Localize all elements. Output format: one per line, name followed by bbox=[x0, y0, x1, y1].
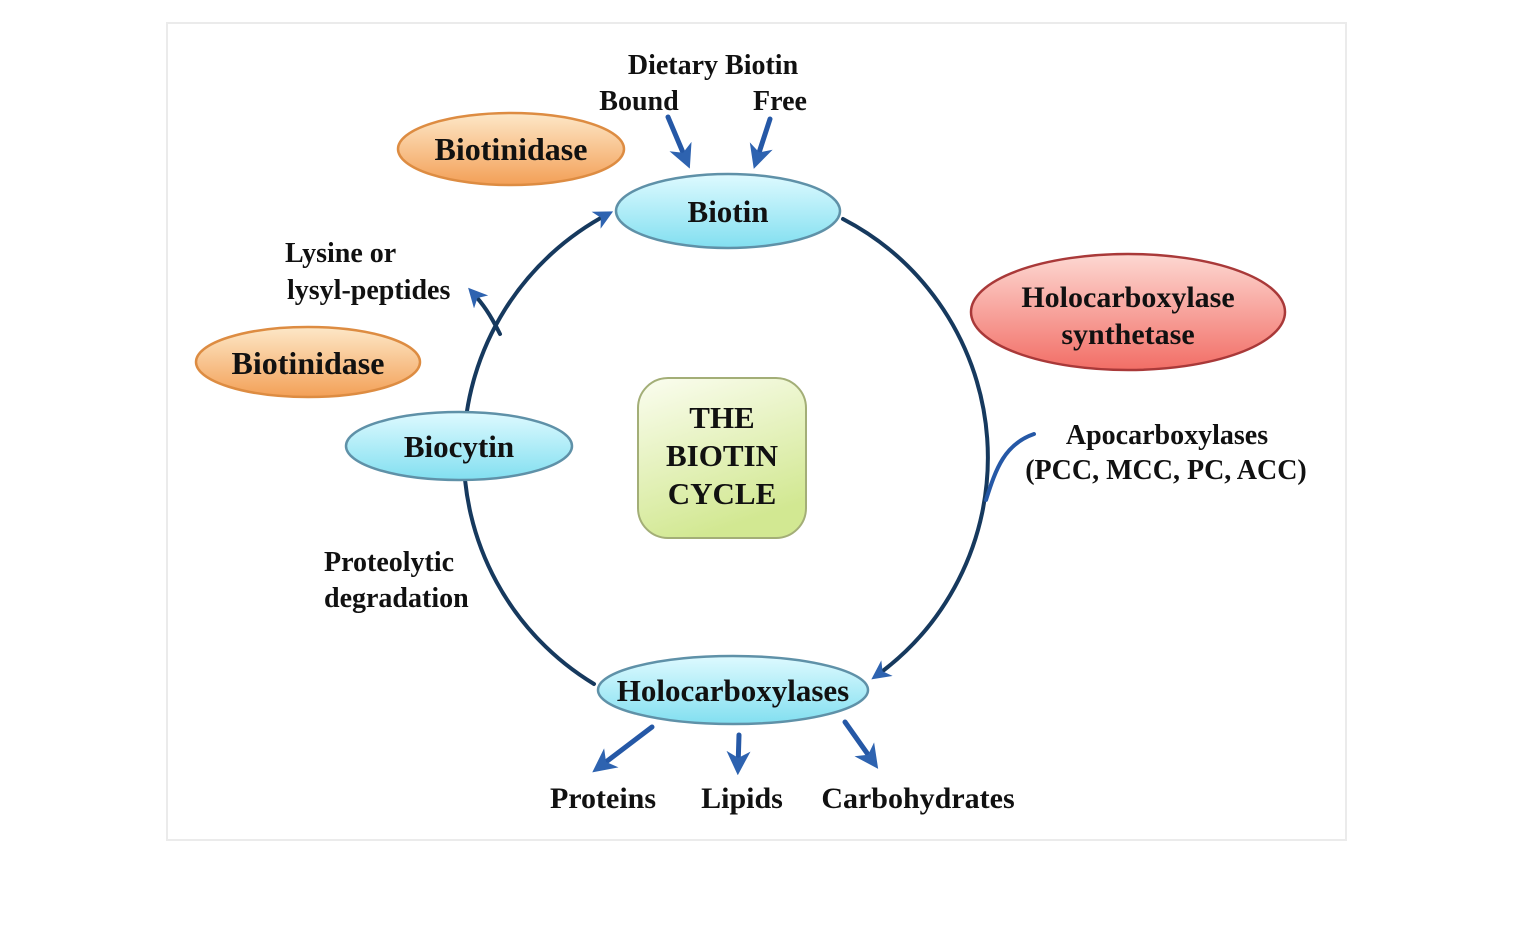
cycle-title-line3: CYCLE bbox=[668, 476, 777, 511]
lipids-label: Lipids bbox=[701, 782, 783, 815]
biotinidase-left-label: Biotinidase bbox=[232, 345, 385, 381]
holocarboxylase-synthetase-label-line1: Holocarboxylase bbox=[1021, 281, 1234, 314]
carbohydrates-arrow bbox=[842, 719, 879, 769]
biotinidase-top-label: Biotinidase bbox=[435, 131, 588, 167]
biocytin-label: Biocytin bbox=[404, 429, 514, 464]
lysine-arrow bbox=[468, 287, 502, 336]
carbohydrates-label: Carbohydrates bbox=[821, 782, 1014, 815]
holocarboxylase-synthetase-label-line2: synthetase bbox=[1061, 318, 1194, 351]
cycle-title-box bbox=[637, 377, 807, 539]
apocarboxylases-connector bbox=[984, 432, 1036, 502]
lysine-label-line1: Lysine or bbox=[285, 238, 396, 269]
dietary-biotin-label: Dietary Biotin bbox=[628, 50, 799, 81]
bound-label: Bound bbox=[599, 86, 679, 117]
biotin-ellipse bbox=[614, 172, 842, 250]
biotinidase-top-ellipse bbox=[396, 111, 626, 187]
biocytin-ellipse bbox=[344, 410, 574, 482]
cycle-title-line1: THE bbox=[689, 400, 754, 435]
cycle-title-line2: BIOTIN bbox=[666, 438, 778, 473]
lysine-label-line2: lysyl-peptides bbox=[287, 275, 450, 306]
proteins-label: Proteins bbox=[550, 782, 656, 815]
cycle-arc-right bbox=[841, 217, 990, 680]
proteolytic-label-line1: Proteolytic bbox=[324, 547, 454, 578]
proteins-arrow bbox=[592, 724, 655, 773]
free-label: Free bbox=[753, 86, 807, 117]
lipids-arrow bbox=[726, 732, 751, 776]
apocarboxylases-label-line2: (PCC, MCC, PC, ACC) bbox=[1025, 455, 1307, 486]
holocarboxylases-label: Holocarboxylases bbox=[617, 673, 850, 708]
biotin-label: Biotin bbox=[688, 194, 769, 229]
apocarboxylases-label-line1: Apocarboxylases bbox=[1066, 420, 1268, 451]
holocarboxylases-ellipse bbox=[596, 654, 870, 726]
proteolytic-label-line2: degradation bbox=[324, 583, 469, 614]
biotinidase-left-ellipse bbox=[194, 325, 422, 399]
free-arrow bbox=[749, 116, 773, 169]
bound-arrow bbox=[665, 114, 692, 169]
holocarboxylase-synthetase-ellipse bbox=[969, 252, 1287, 372]
